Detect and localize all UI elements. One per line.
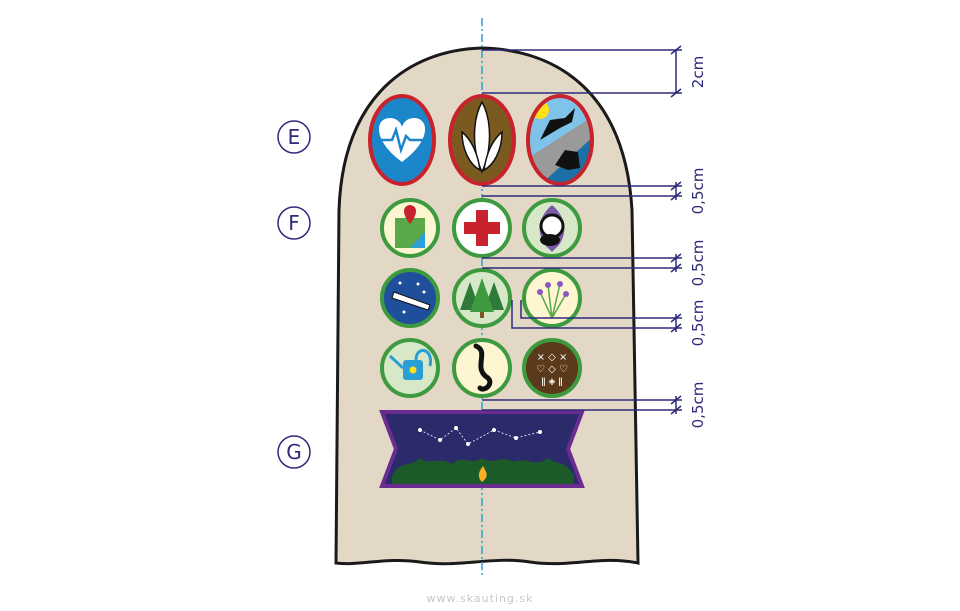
svg-text:× ◇ ×: × ◇ × [537, 352, 568, 363]
dimension-gap2 [482, 253, 682, 273]
night-sky-banner [379, 410, 585, 488]
panda-badge [522, 198, 582, 258]
watering-can-badge [380, 338, 440, 398]
dimension-top-label: 2cm [689, 56, 707, 88]
dimension-gap4-label: 0,5cm [689, 382, 707, 429]
dimension-top [482, 45, 682, 98]
folk-pattern-badge: × ◇ × ♡ ◇ ♡ ǁ ◈ ǁ [522, 338, 582, 398]
map-badge [380, 198, 440, 258]
forest-badge [452, 268, 512, 328]
feathers-badge [448, 94, 516, 186]
first-aid-badge [452, 198, 512, 258]
dimension-gap1-label: 0,5cm [689, 168, 707, 215]
svg-text:ǁ ◈ ǁ: ǁ ◈ ǁ [541, 377, 563, 387]
salamander-badge [452, 338, 512, 398]
dimension-gap3-label: 0,5cm [689, 300, 707, 347]
section-g-label: G [286, 440, 302, 464]
lavender-badge [522, 268, 582, 328]
heart-badge [368, 94, 436, 186]
dimension-gap2-label: 0,5cm [689, 240, 707, 287]
dimension-gap3 [511, 300, 682, 333]
section-g-marker: G [277, 435, 311, 469]
footer-url: www.skauting.sk [426, 592, 533, 605]
section-f-marker: F [277, 206, 311, 240]
mountain-goat-badge [526, 94, 594, 186]
dimension-gap4 [482, 395, 682, 415]
section-e-label: E [288, 125, 301, 149]
dimension-gap1 [482, 181, 682, 201]
section-e-marker: E [277, 120, 311, 154]
telescope-badge [380, 268, 440, 328]
section-f-label: F [288, 211, 300, 235]
svg-text:♡ ◇ ♡: ♡ ◇ ♡ [536, 364, 568, 375]
